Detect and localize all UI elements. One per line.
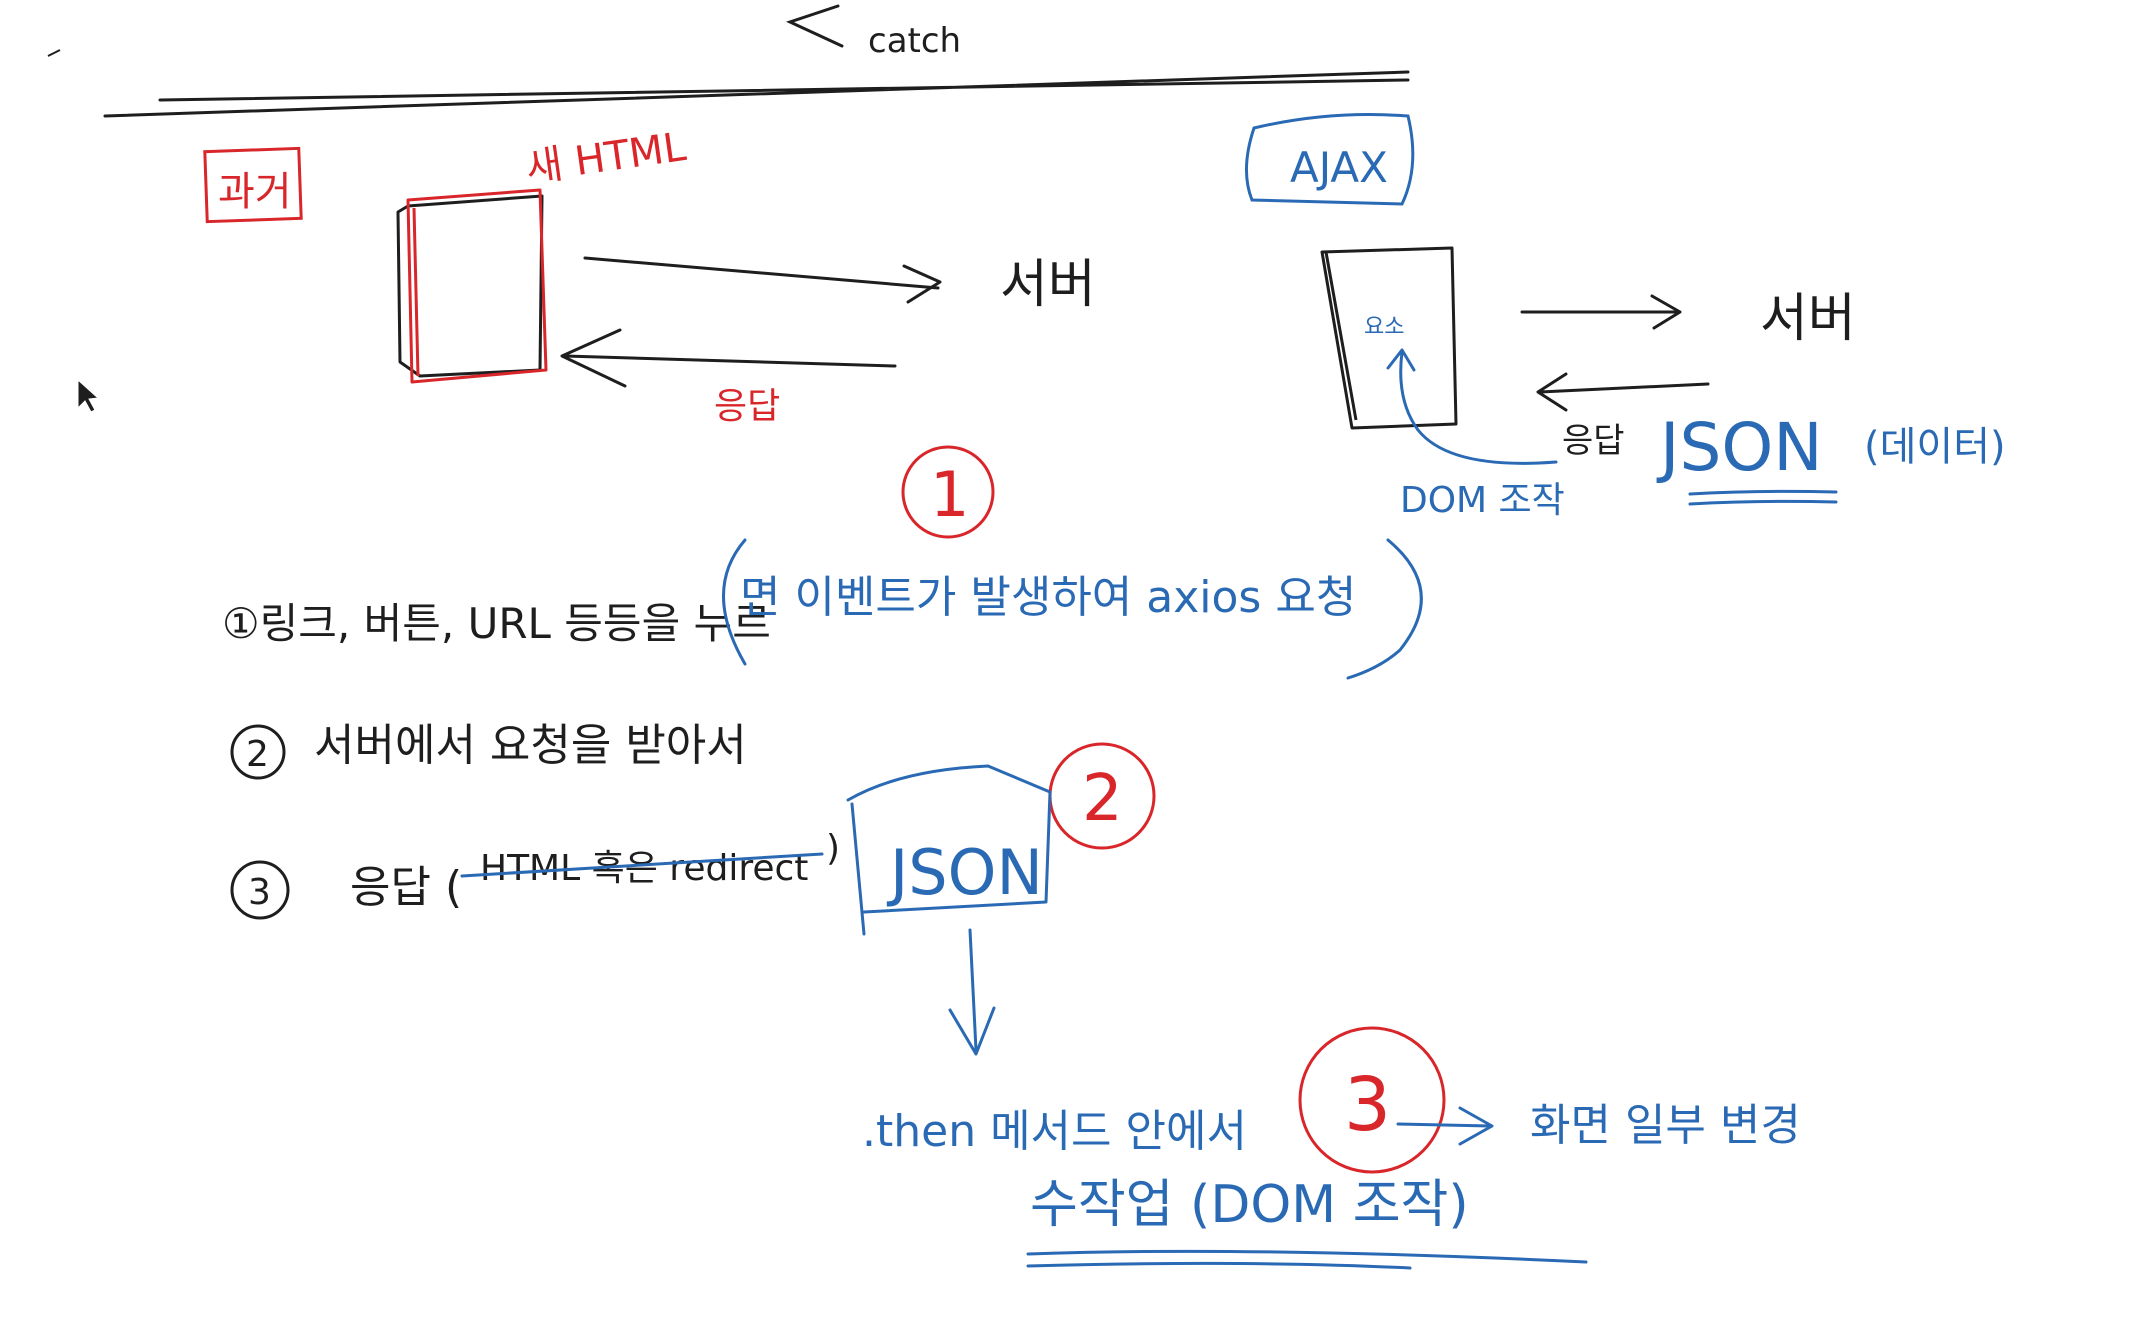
new-html-label: 새 HTML bbox=[523, 124, 689, 192]
step1-prefix: ①링크, 버튼, URL 등등을 누르 bbox=[222, 599, 771, 648]
badge-3: 3 bbox=[1344, 1062, 1391, 1148]
step3-strike: HTML 혹은 redirect bbox=[480, 848, 808, 889]
badge-3-circle bbox=[1298, 1026, 1446, 1174]
badge-1: 1 bbox=[930, 458, 969, 531]
server-label-right: 서버 bbox=[1760, 289, 1856, 349]
step3-text: 응답 ( bbox=[350, 862, 462, 913]
response-arrow-right bbox=[1536, 372, 1710, 412]
top-divider-line bbox=[103, 70, 1410, 118]
badge-2: 2 bbox=[1082, 762, 1123, 836]
result-text: 화면 일부 변경 bbox=[1530, 1100, 1801, 1151]
ajax-title: AJAX bbox=[1290, 143, 1388, 192]
down-arrow bbox=[948, 928, 996, 1056]
ajax-title-box bbox=[1244, 113, 1415, 206]
request-arrow-right bbox=[1520, 294, 1682, 330]
manual-underline bbox=[1026, 1249, 1588, 1270]
mouse-cursor-icon bbox=[77, 378, 100, 413]
step3-number-circle bbox=[230, 860, 290, 920]
response-label-left: 응답 bbox=[714, 386, 780, 427]
past-title-box bbox=[203, 146, 303, 224]
request-arrow bbox=[583, 256, 942, 304]
past-title: 과거 bbox=[218, 169, 292, 215]
step1-bracket-right bbox=[1346, 538, 1423, 680]
step1-highlight: 면 이벤트가 발생하여 axios 요청 bbox=[740, 572, 1356, 623]
json-box-label: JSON bbox=[886, 836, 1043, 909]
response-arrow bbox=[560, 328, 897, 388]
catch-label: catch bbox=[868, 21, 961, 61]
step3-strike-line bbox=[460, 852, 824, 878]
json-underline-right bbox=[1688, 489, 1838, 506]
json-box bbox=[846, 764, 1052, 936]
browser-page-box-red bbox=[406, 188, 548, 384]
tick-mark bbox=[47, 49, 61, 57]
step3-close: ) bbox=[826, 828, 840, 869]
less-than-mark bbox=[785, 4, 844, 48]
browser-page-box-black bbox=[396, 194, 544, 378]
step2-text: 서버에서 요청을 받아서 bbox=[314, 720, 747, 771]
server-label-left: 서버 bbox=[1000, 255, 1096, 315]
json-label-right: JSON bbox=[1656, 409, 1823, 486]
then-text: .then 메서드 안에서 bbox=[862, 1106, 1247, 1157]
badge-1-circle bbox=[901, 445, 995, 539]
data-label: (데이터) bbox=[1864, 424, 2006, 470]
response-label-right: 응답 bbox=[1562, 421, 1625, 461]
step3-number: 3 bbox=[248, 872, 271, 913]
browser-page-box-right bbox=[1320, 246, 1458, 430]
dom-arrow bbox=[1386, 348, 1558, 465]
result-arrow bbox=[1396, 1106, 1494, 1146]
step2-number: 2 bbox=[246, 734, 269, 775]
step2-number-circle bbox=[230, 724, 286, 780]
element-label: 요소 bbox=[1364, 315, 1404, 340]
step1-bracket-left bbox=[722, 538, 747, 666]
manual-text: 수작업 (DOM 조작) bbox=[1030, 1175, 1469, 1235]
dom-label: DOM 조작 bbox=[1400, 480, 1565, 521]
